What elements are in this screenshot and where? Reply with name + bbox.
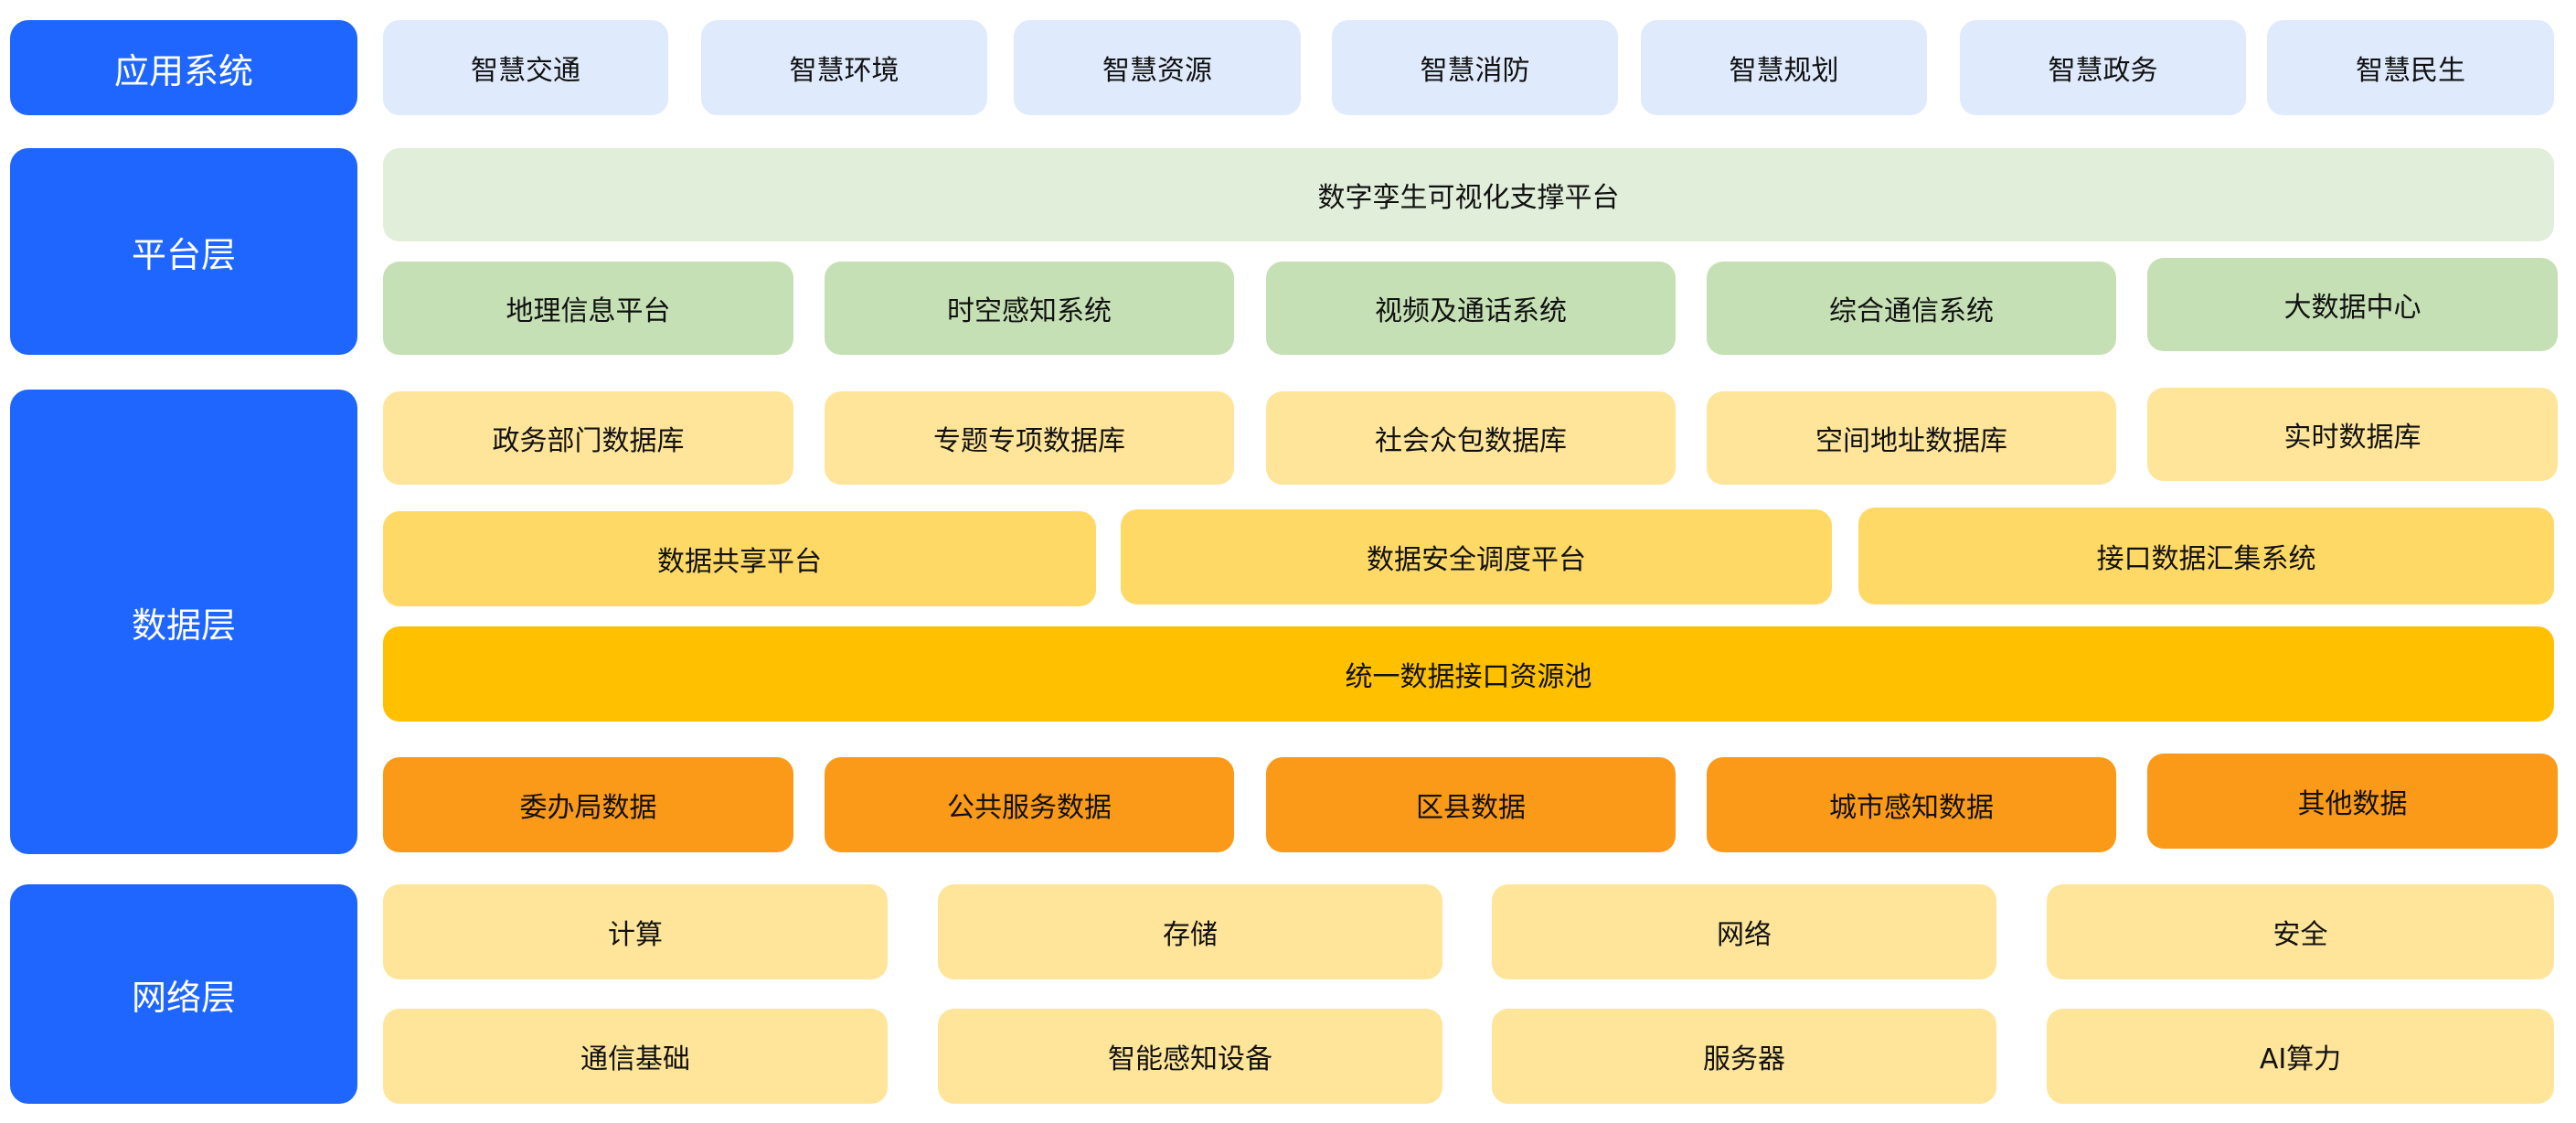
app-item: 智慧消防 (1332, 20, 1618, 115)
database-item: 专题专项数据库 (825, 391, 1234, 485)
database-item: 空间地址数据库 (1707, 391, 2116, 485)
data-source-item: 公共服务数据 (825, 757, 1234, 852)
database-item: 社会众包数据库 (1266, 391, 1676, 485)
app-item: 智慧交通 (383, 20, 668, 115)
network-item: AI算力 (2047, 1009, 2554, 1104)
twin-platform: 数字孪生可视化支撑平台 (383, 148, 2554, 241)
data-platform-item: 接口数据汇集系统 (1858, 508, 2554, 604)
network-item: 智能感知设备 (938, 1009, 1442, 1104)
database-item: 实时数据库 (2147, 388, 2558, 481)
layer-network-label: 网络层 (10, 884, 357, 1104)
data-source-item: 区县数据 (1266, 757, 1676, 852)
layer-data-label: 数据层 (10, 390, 357, 854)
layer-platform-label: 平台层 (10, 148, 357, 355)
app-item: 智慧资源 (1014, 20, 1301, 115)
database-item: 政务部门数据库 (383, 391, 793, 485)
network-item: 服务器 (1492, 1009, 1996, 1104)
network-item: 通信基础 (383, 1009, 888, 1104)
network-item: 安全 (2047, 884, 2554, 979)
app-item: 智慧环境 (701, 20, 987, 115)
app-item: 智慧规划 (1641, 20, 1927, 115)
data-source-item: 城市感知数据 (1707, 757, 2116, 852)
platform-item: 综合通信系统 (1707, 262, 2116, 355)
data-source-item: 委办局数据 (383, 757, 793, 852)
platform-item: 大数据中心 (2147, 258, 2558, 351)
platform-item: 地理信息平台 (383, 262, 793, 355)
data-platform-item: 数据共享平台 (383, 511, 1096, 606)
app-item: 智慧政务 (1960, 20, 2246, 115)
network-item: 计算 (383, 884, 888, 979)
network-item: 网络 (1492, 884, 1996, 979)
app-item: 智慧民生 (2267, 20, 2554, 115)
platform-item: 视频及通话系统 (1266, 262, 1676, 355)
platform-item: 时空感知系统 (825, 262, 1234, 355)
data-resource-pool: 统一数据接口资源池 (383, 626, 2554, 722)
data-platform-item: 数据安全调度平台 (1121, 509, 1832, 604)
network-item: 存储 (938, 884, 1442, 979)
layer-application-label: 应用系统 (10, 20, 357, 115)
data-source-item: 其他数据 (2147, 754, 2558, 849)
